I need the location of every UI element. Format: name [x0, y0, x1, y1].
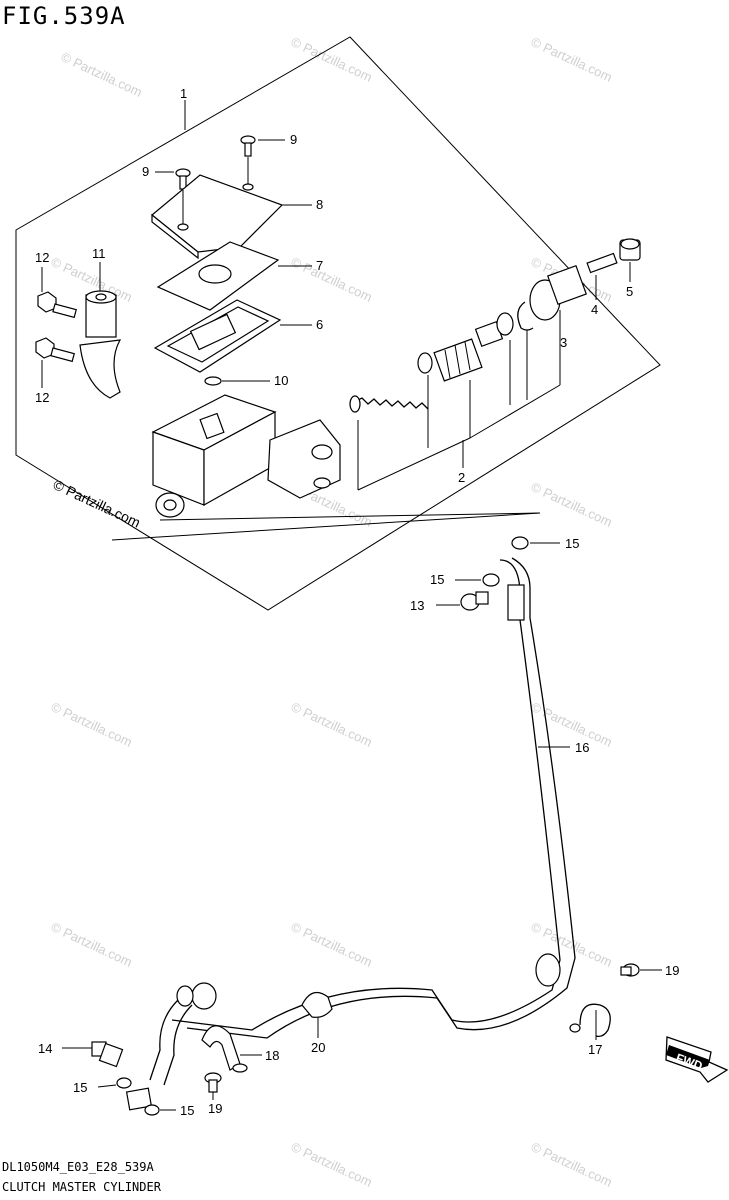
boot-3: 3 [559, 310, 567, 385]
reservoir-cap-8: 8 [151, 157, 323, 260]
callout-8: 8 [316, 197, 323, 212]
watermark: © Partzilla.com [529, 34, 615, 85]
callout-17: 17 [588, 1042, 602, 1057]
callout-6: 6 [316, 317, 323, 332]
watermark: © Partzilla.com [289, 1139, 375, 1190]
washer-15-a: 15 [511, 536, 579, 551]
callout-12: 12 [35, 250, 49, 265]
push-rod-4: 4 [547, 252, 618, 317]
bleeder-14: 14 [38, 1041, 124, 1068]
watermark: © Partzilla.com [59, 49, 145, 100]
master-cylinder-body [111, 394, 541, 541]
bolt-12-lower: 12 [35, 337, 75, 405]
nut-5: 5 [619, 238, 641, 299]
callout-10: 10 [274, 373, 288, 388]
watermark: © Partzilla.com [529, 1139, 615, 1190]
hose-clip-20: 20 [301, 991, 333, 1055]
watermark: © Partzilla.com [289, 919, 375, 970]
callout-15: 15 [73, 1080, 87, 1095]
clamp-11: 11 [79, 246, 122, 399]
piston-kit-2: 2 [349, 279, 561, 491]
callout-3: 3 [560, 335, 567, 350]
hook-clip-17: 17 [569, 1003, 611, 1057]
callout-20: 20 [311, 1040, 325, 1055]
callout-14: 14 [38, 1041, 52, 1056]
watermark: © Partzilla.com [289, 254, 375, 305]
diagram-name: CLUTCH MASTER CYLINDER [2, 1180, 161, 1194]
callout-2: 2 [458, 470, 465, 485]
callout-19: 19 [208, 1101, 222, 1116]
callout-15: 15 [430, 572, 444, 587]
assembly-boundary: 1 [15, 36, 661, 611]
washer-15-d: 15 [144, 1103, 194, 1118]
callout-18: 18 [265, 1048, 279, 1063]
callout-1: 1 [180, 86, 187, 101]
forward-arrow-icon: FWD [665, 1036, 729, 1083]
callout-9: 9 [142, 164, 149, 179]
watermark: © Partzilla.com [289, 34, 375, 85]
bolt-19-lower: 19 [204, 1072, 222, 1116]
callout-16: 16 [575, 740, 589, 755]
ring-10: 10 [204, 373, 288, 388]
callout-15: 15 [565, 536, 579, 551]
cap-plate-7: 7 [156, 241, 323, 311]
watermark: © Partzilla.com [49, 919, 135, 970]
bolt-19-right: 19 [620, 963, 679, 978]
bolt-12-upper: 12 [35, 250, 77, 319]
clutch-hose-16: 16 [125, 557, 589, 1111]
union-bolt-13: 13 [410, 591, 489, 613]
callout-5: 5 [626, 284, 633, 299]
callout-12: 12 [35, 390, 49, 405]
callout-15: 15 [180, 1103, 194, 1118]
figure-title: FIG.539A [2, 2, 126, 30]
diaphragm-6: 6 [153, 299, 323, 373]
hose-clamp-18: 18 [201, 1025, 279, 1073]
callout-4: 4 [591, 302, 598, 317]
callout-7: 7 [316, 258, 323, 273]
watermark: © Partzilla.com [529, 699, 615, 750]
screw-9-top: 9 [240, 132, 297, 157]
callout-13: 13 [410, 598, 424, 613]
callout-11: 11 [92, 246, 106, 261]
callout-9: 9 [290, 132, 297, 147]
callout-19: 19 [665, 963, 679, 978]
washer-15-c: 15 [73, 1077, 132, 1095]
screw-9-left: 9 [142, 164, 191, 190]
watermark: © Partzilla.com [49, 699, 135, 750]
washer-15-b: 15 [430, 572, 500, 587]
watermark: © Partzilla.com [289, 699, 375, 750]
diagram-code: DL1050M4_E03_E28_539A [2, 1160, 154, 1174]
watermark: © Partzilla.com [529, 479, 615, 530]
